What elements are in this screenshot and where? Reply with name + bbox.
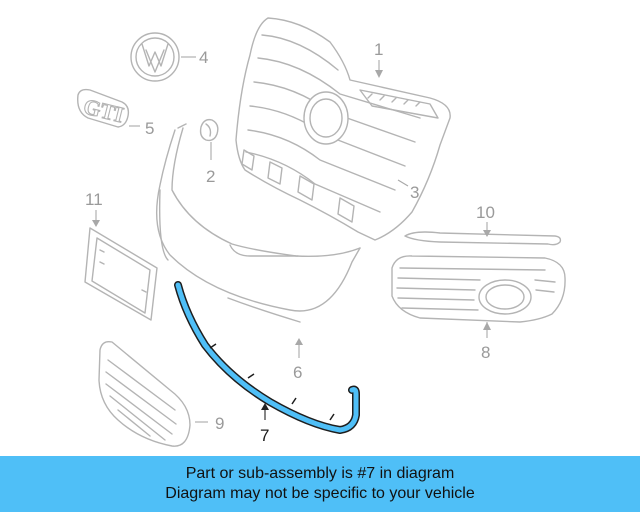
part-4-vw-emblem[interactable] [130,32,196,82]
info-banner: Part or sub-assembly is #7 in diagram Di… [0,456,640,512]
part-7-fill [175,282,359,433]
part-7-molding-strip[interactable] [174,281,360,434]
callout-1: 1 [374,40,383,59]
part-11-plate-bracket[interactable] [84,210,158,321]
callout-8: 8 [481,343,490,362]
part-8-fog-grille[interactable] [391,255,566,338]
callout-9: 9 [215,414,224,433]
banner-line-2: Diagram may not be specific to your vehi… [165,485,475,502]
part-3-leader [397,179,409,187]
callout-6: 6 [293,363,302,382]
callout-11: 11 [85,190,103,209]
part-6-bumper-cover[interactable] [155,123,361,358]
callout-7: 7 [260,426,269,445]
parts-diagram: GTI [77,17,566,447]
callout-2: 2 [206,167,215,186]
part-5-gti-badge[interactable]: GTI [77,88,140,128]
callout-5: 5 [145,119,154,138]
part-1-grille[interactable] [235,17,451,241]
gti-badge-text: GTI [81,93,126,127]
part-10-trim-strip[interactable] [404,222,562,246]
callout-10: 10 [476,203,495,222]
banner-line-1: Part or sub-assembly is #7 in diagram [185,465,455,482]
part-9-lower-grille[interactable] [98,340,208,447]
callout-3: 3 [410,183,419,202]
part-2-clip[interactable] [199,118,219,160]
callout-4: 4 [199,48,208,67]
